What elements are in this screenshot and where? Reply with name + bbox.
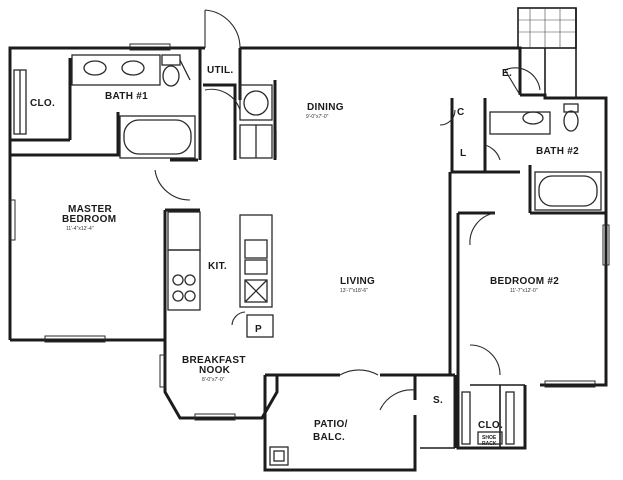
label-pantry: P xyxy=(255,324,262,335)
label-bedroom-2: BEDROOM #2 xyxy=(490,276,559,287)
label-master-line1: MASTER xyxy=(68,204,112,215)
label-linen: L xyxy=(460,148,466,159)
label-bath-2: BATH #2 xyxy=(536,146,579,157)
fixtures xyxy=(13,54,602,466)
doors xyxy=(154,9,541,411)
dim-living: 13'-7"x18'-6" xyxy=(340,288,368,294)
label-patio-line1: PATIO/ xyxy=(314,419,348,430)
dim-dining: 9'-0"x7'-0" xyxy=(306,114,329,120)
label-bath-1: BATH #1 xyxy=(105,91,148,102)
label-master-line2: BEDROOM xyxy=(62,214,116,225)
dim-nook: 8'-0"x7'-0" xyxy=(202,377,225,383)
label-util: UTIL. xyxy=(207,65,234,76)
label-shoe-rack-line1: SHOE xyxy=(482,435,497,441)
dim-master: 11'-4"x12'-4" xyxy=(66,226,94,232)
label-dining: DINING xyxy=(307,102,344,113)
walls xyxy=(8,46,608,472)
stair-railing xyxy=(517,7,577,98)
label-storage: S. xyxy=(433,395,443,406)
label-closet-2: CLO. xyxy=(478,420,503,431)
label-nook-line1: BREAKFAST xyxy=(182,355,246,366)
label-kitchen: KIT. xyxy=(208,261,227,272)
windows xyxy=(9,43,610,421)
label-coat-closet: C xyxy=(457,107,465,118)
label-patio-line2: BALC. xyxy=(313,432,345,443)
label-entry: E. xyxy=(502,68,512,79)
label-nook-line2: NOOK xyxy=(199,365,231,376)
label-living: LIVING xyxy=(340,276,375,287)
label-closet-master: CLO. xyxy=(30,98,55,109)
dim-bedroom-2: 11'-7"x12'-0" xyxy=(510,288,538,294)
room-labels: CLO. BATH #1 UTIL. DINING 9'-0"x7'-0" E.… xyxy=(30,65,579,447)
label-shoe-rack-line2: RACK xyxy=(482,441,497,447)
